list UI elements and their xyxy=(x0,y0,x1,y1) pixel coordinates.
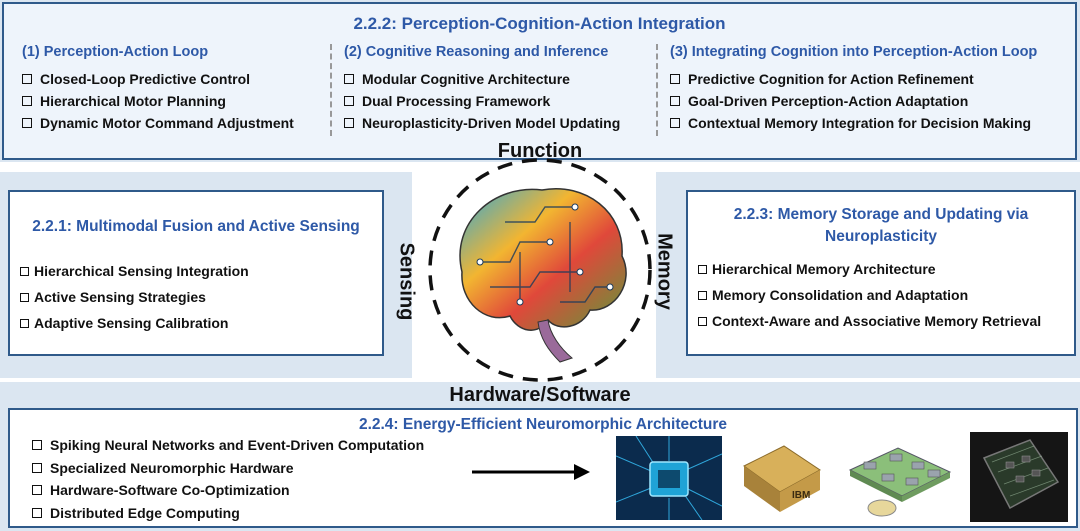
memory-label: Memory xyxy=(653,233,676,310)
sensing-label: Sensing xyxy=(395,242,418,321)
list-item: Specialized Neuromorphic Hardware xyxy=(32,457,424,480)
chip-brand: IBM xyxy=(792,490,810,501)
list-item: Memory Consolidation and Adaptation xyxy=(698,282,1041,308)
sensing-title: 2.2.1: Multimodal Fusion and Active Sens… xyxy=(32,218,360,235)
neural-chip-icon xyxy=(616,436,722,520)
brain-icon xyxy=(428,158,652,382)
list-item: Predictive Cognition for Action Refineme… xyxy=(670,68,1037,90)
checkbox-icon xyxy=(32,440,42,451)
column-title: (1) Perception-Action Loop xyxy=(22,44,209,60)
checkbox-icon xyxy=(698,264,707,274)
hardware-title: 2.2.4: Energy-Efficient Neuromorphic Arc… xyxy=(358,416,728,433)
column-perception-action: (1) Perception-Action Loop Closed-Loop P… xyxy=(22,44,294,134)
checkbox-icon xyxy=(670,118,680,128)
column-title: (3) Integrating Cognition into Perceptio… xyxy=(670,44,1038,60)
list-item: Modular Cognitive Architecture xyxy=(344,68,620,90)
column-cognitive-reasoning: (2) Cognitive Reasoning and Inference Mo… xyxy=(344,44,620,134)
checkbox-icon xyxy=(22,96,32,106)
column-title: (2) Cognitive Reasoning and Inference xyxy=(344,44,609,60)
function-title: 2.2.2: Perception-Cognition-Action Integ… xyxy=(353,14,726,33)
list-item: Adaptive Sensing Calibration xyxy=(20,310,249,336)
list-item: Dual Processing Framework xyxy=(344,90,620,112)
checkbox-icon xyxy=(32,462,42,473)
checkbox-icon xyxy=(22,118,32,128)
list-item: Active Sensing Strategies xyxy=(20,284,249,310)
checkbox-icon xyxy=(698,290,707,300)
function-label: Function xyxy=(497,140,583,162)
checkbox-icon xyxy=(344,96,354,106)
divider xyxy=(656,44,658,136)
arrow-right-icon xyxy=(472,464,590,480)
sensing-box: 2.2.1: Multimodal Fusion and Active Sens… xyxy=(8,190,384,356)
list-item: Dynamic Motor Command Adjustment xyxy=(22,112,294,134)
checkbox-icon xyxy=(670,74,680,84)
checkbox-icon xyxy=(22,74,32,84)
memory-list: Hierarchical Memory Architecture Memory … xyxy=(698,256,1041,334)
list-item: Closed-Loop Predictive Control xyxy=(22,68,294,90)
checkbox-icon xyxy=(670,96,680,106)
circuit-board-icon xyxy=(842,436,954,520)
list-item: Hierarchical Memory Architecture xyxy=(698,256,1041,282)
checkbox-icon xyxy=(20,266,29,276)
function-box: 2.2.2: Perception-Cognition-Action Integ… xyxy=(2,2,1077,160)
memory-box: 2.2.3: Memory Storage and Updating via N… xyxy=(686,190,1076,356)
hardware-label: Hardware/Software xyxy=(449,384,631,406)
divider xyxy=(330,44,332,136)
list-item: Hardware-Software Co-Optimization xyxy=(32,479,424,502)
checkbox-icon xyxy=(344,118,354,128)
checkbox-icon xyxy=(20,318,29,328)
list-item: Distributed Edge Computing xyxy=(32,502,424,525)
list-item: Hierarchical Sensing Integration xyxy=(20,258,249,284)
sensing-list: Hierarchical Sensing Integration Active … xyxy=(20,258,249,336)
list-item: Context-Aware and Associative Memory Ret… xyxy=(698,308,1041,334)
checkbox-icon xyxy=(32,507,42,518)
list-item: Goal-Driven Perception-Action Adaptation xyxy=(670,90,1037,112)
list-item: Neuroplasticity-Driven Model Updating xyxy=(344,112,620,134)
list-item: Hierarchical Motor Planning xyxy=(22,90,294,112)
list-item: Spiking Neural Networks and Event-Driven… xyxy=(32,434,424,457)
checkbox-icon xyxy=(698,316,707,326)
checkbox-icon xyxy=(20,292,29,302)
checkbox-icon xyxy=(32,485,42,496)
memory-title: 2.2.3: Memory Storage and Updating via N… xyxy=(733,206,1029,245)
column-integrating-cognition: (3) Integrating Cognition into Perceptio… xyxy=(670,44,1037,134)
hardware-list: Spiking Neural Networks and Event-Driven… xyxy=(32,434,424,524)
checkbox-icon xyxy=(344,74,354,84)
dark-board-icon xyxy=(970,432,1068,522)
gold-chip-icon: IBM xyxy=(734,436,826,520)
list-item: Contextual Memory Integration for Decisi… xyxy=(670,112,1037,134)
